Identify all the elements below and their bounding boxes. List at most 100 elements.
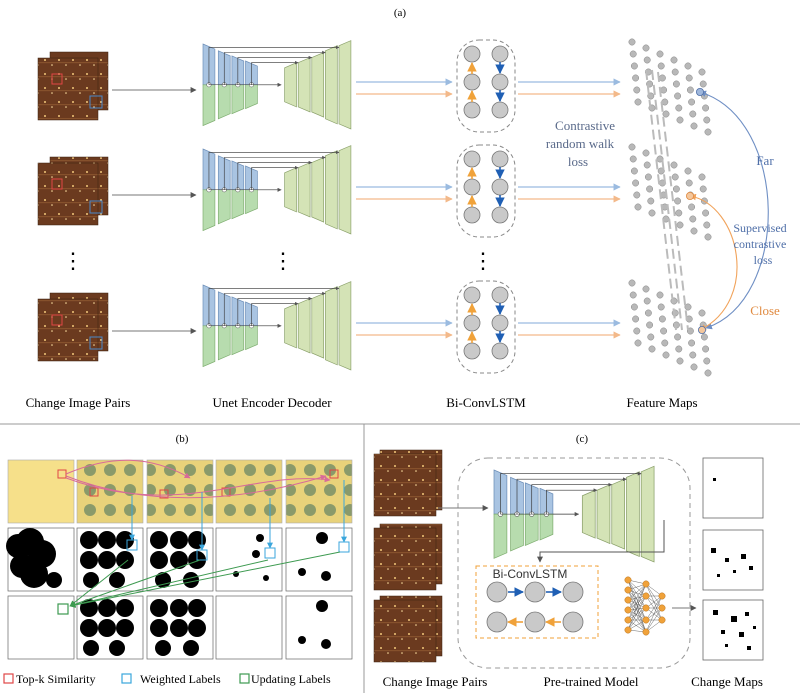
feature-dot	[702, 345, 710, 353]
lstm-cell-icon	[463, 150, 481, 168]
nn-node	[642, 592, 650, 600]
panel-c-label-image-pairs: Change Image Pairs	[383, 674, 488, 689]
feature-dot	[629, 291, 637, 299]
pretrained-model-box	[457, 457, 691, 669]
roi-box-blue	[89, 200, 103, 214]
change-speck	[741, 554, 746, 559]
anchor-dot-far	[696, 88, 705, 97]
farm-image-icon	[76, 459, 144, 524]
nn-node	[642, 604, 650, 612]
nn-node	[642, 628, 650, 636]
nn-node	[624, 606, 632, 614]
column-label-bi-convlstm: Bi-ConvLSTM	[446, 395, 526, 410]
change-speck	[747, 646, 751, 650]
nn-edge	[627, 607, 647, 631]
weighted-box	[264, 547, 276, 559]
similarity-arc	[65, 476, 331, 496]
feature-dot	[675, 345, 683, 353]
lstm-cell-icon	[524, 611, 546, 633]
feature-dot	[642, 149, 650, 157]
feature-dot	[646, 321, 654, 329]
feature-dot	[643, 56, 651, 64]
ellipsis-images: ⋮	[62, 248, 84, 273]
skip-connection	[531, 482, 613, 515]
contrastive-loss-label-3: loss	[568, 154, 588, 169]
feature-dot	[648, 209, 656, 217]
mask-blob	[98, 599, 116, 617]
change-speck	[749, 566, 753, 570]
feature-dot	[676, 116, 684, 124]
change-map	[702, 529, 764, 591]
mask-blob	[80, 531, 98, 549]
mask-blob	[155, 572, 171, 588]
mask-blob	[98, 551, 116, 569]
mask-blob	[150, 531, 168, 549]
lstm-cell-icon	[491, 45, 509, 63]
nn-node	[624, 576, 632, 584]
encoder-block-bottom	[245, 325, 258, 351]
skip-connection	[223, 291, 326, 326]
label-mask	[7, 595, 75, 660]
feature-dot	[634, 203, 642, 211]
mask-blob	[170, 551, 188, 569]
feature-dot	[633, 86, 641, 94]
skip-connection	[546, 488, 598, 515]
change-map	[702, 599, 764, 661]
feature-dot	[647, 197, 655, 205]
mask-blob	[20, 560, 48, 588]
nn-edge	[627, 589, 647, 609]
feature-dot	[674, 333, 682, 341]
feature-dot	[670, 56, 678, 64]
feature-dot	[672, 185, 680, 193]
roi-box-red	[51, 314, 63, 326]
feature-dot	[675, 209, 683, 217]
decoder-block	[338, 145, 352, 235]
feature-dot	[646, 185, 654, 193]
decoder-block	[325, 286, 338, 366]
column-label-image-pairs: Change Image Pairs	[26, 395, 131, 410]
feature-dot	[628, 143, 636, 151]
panel-a-tag: (a)	[394, 7, 407, 19]
feature-dot	[703, 221, 711, 229]
change-map	[702, 457, 764, 519]
feature-dot	[702, 104, 710, 112]
decoder-block	[297, 162, 311, 218]
unet-icon	[202, 145, 352, 235]
feature-dot	[684, 167, 692, 175]
legend-updating-swatch	[239, 673, 250, 684]
change-speck	[753, 626, 756, 629]
feature-dot	[704, 233, 712, 241]
feature-dot	[676, 357, 684, 365]
mask-blob	[252, 550, 260, 558]
supervised-label-2: contrastive	[734, 237, 787, 251]
panel-a	[37, 38, 769, 377]
nn-edge	[627, 599, 647, 621]
encoder-block-bottom	[245, 84, 258, 110]
feature-dot	[685, 179, 693, 187]
mask-blob	[170, 531, 188, 549]
feature-dot	[689, 215, 697, 223]
mask-blob	[150, 619, 168, 637]
encoder-block-bottom	[202, 189, 216, 232]
lstm-cell-icon	[486, 581, 508, 603]
ellipsis-lstm: ⋮	[472, 248, 494, 273]
feature-dot	[630, 62, 638, 70]
mask-blob	[98, 619, 116, 637]
feature-dot	[632, 179, 640, 187]
nn-edge	[627, 595, 647, 631]
mask-blob	[170, 619, 188, 637]
mask-blob	[46, 572, 62, 588]
mask-blob	[298, 568, 306, 576]
lstm-cell-icon	[463, 286, 481, 304]
feature-dot	[644, 173, 652, 181]
nn-edge	[627, 589, 647, 621]
feature-dot	[633, 191, 641, 199]
feature-dot	[634, 98, 642, 106]
feature-dot	[647, 333, 655, 341]
mask-blob	[256, 534, 264, 542]
legend-updating-label: Updating Labels	[251, 672, 331, 686]
farm-image-icon	[215, 459, 283, 524]
feature-dot	[642, 285, 650, 293]
updating-arrow	[69, 559, 201, 608]
pipeline-row	[37, 143, 712, 241]
